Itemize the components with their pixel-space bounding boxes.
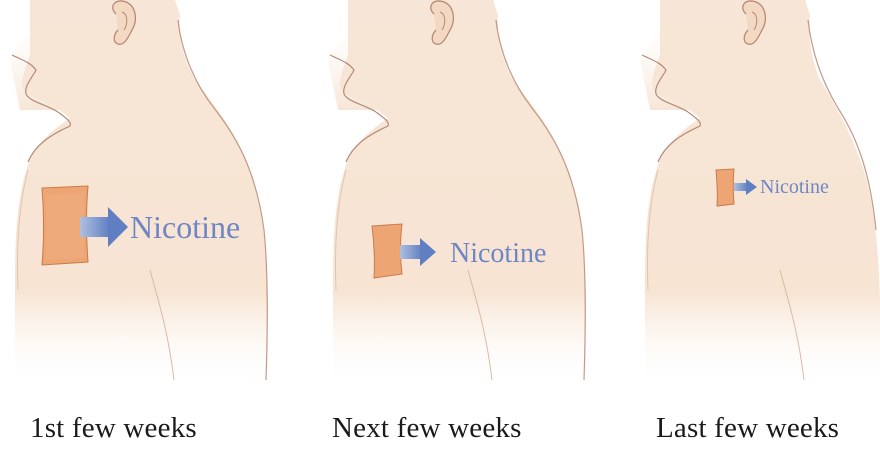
panel-last-weeks: Nicotine Last few weeks (630, 0, 880, 459)
panel-caption: Next few weeks (332, 412, 522, 445)
nicotine-label: Nicotine (450, 240, 546, 268)
panel-caption: Last few weeks (656, 412, 839, 445)
patch-small (716, 169, 734, 206)
patch-medium (372, 224, 402, 278)
nicotine-label: Nicotine (130, 211, 240, 243)
nicotine-label: Nicotine (760, 177, 829, 197)
panel-next-weeks: Nicotine Next few weeks (318, 0, 611, 459)
panel-first-weeks: Nicotine 1st few weeks (0, 0, 293, 459)
person-silhouette (318, 0, 611, 459)
person-silhouette (630, 0, 880, 459)
panel-caption: 1st few weeks (30, 412, 197, 445)
